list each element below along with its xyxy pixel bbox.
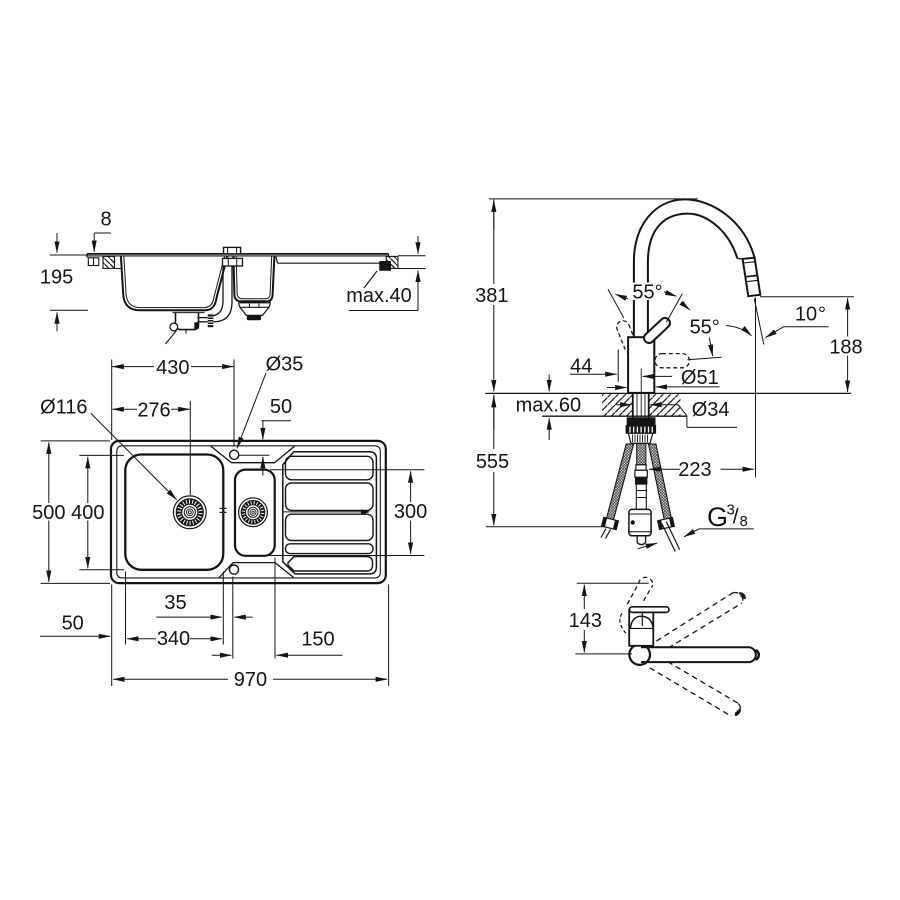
svg-text:195: 195 (40, 267, 73, 289)
svg-text:276: 276 (137, 400, 170, 422)
svg-text:143: 143 (569, 610, 602, 632)
svg-text:35: 35 (164, 592, 186, 614)
svg-text:400: 400 (71, 502, 104, 524)
svg-text:Ø34: Ø34 (692, 399, 730, 421)
svg-text:8: 8 (740, 513, 748, 530)
svg-text:Ø116: Ø116 (40, 396, 87, 418)
svg-text:55°: 55° (690, 316, 720, 338)
svg-text:340: 340 (157, 628, 190, 650)
svg-text:Ø51: Ø51 (681, 367, 719, 389)
svg-text:300: 300 (394, 501, 427, 523)
svg-text:50: 50 (62, 612, 84, 634)
svg-text:500: 500 (32, 502, 65, 524)
svg-text:max.40: max.40 (346, 285, 412, 307)
svg-text:430: 430 (156, 357, 189, 379)
svg-text:55°: 55° (632, 282, 662, 304)
svg-text:/: / (733, 506, 739, 529)
svg-text:°: ° (818, 304, 826, 326)
svg-text:8: 8 (100, 208, 111, 230)
svg-text:max.60: max.60 (516, 395, 582, 417)
svg-text:150: 150 (301, 629, 334, 651)
svg-text:G: G (707, 502, 728, 532)
svg-text:50: 50 (270, 396, 292, 418)
svg-text:223: 223 (678, 459, 711, 481)
svg-text:970: 970 (234, 669, 267, 691)
svg-text:381: 381 (475, 285, 508, 307)
svg-text:Ø35: Ø35 (266, 354, 304, 376)
svg-text:3: 3 (727, 502, 735, 519)
svg-text:44: 44 (570, 356, 592, 378)
svg-text:10: 10 (795, 304, 817, 326)
svg-text:555: 555 (476, 451, 509, 473)
svg-text:188: 188 (829, 336, 862, 358)
